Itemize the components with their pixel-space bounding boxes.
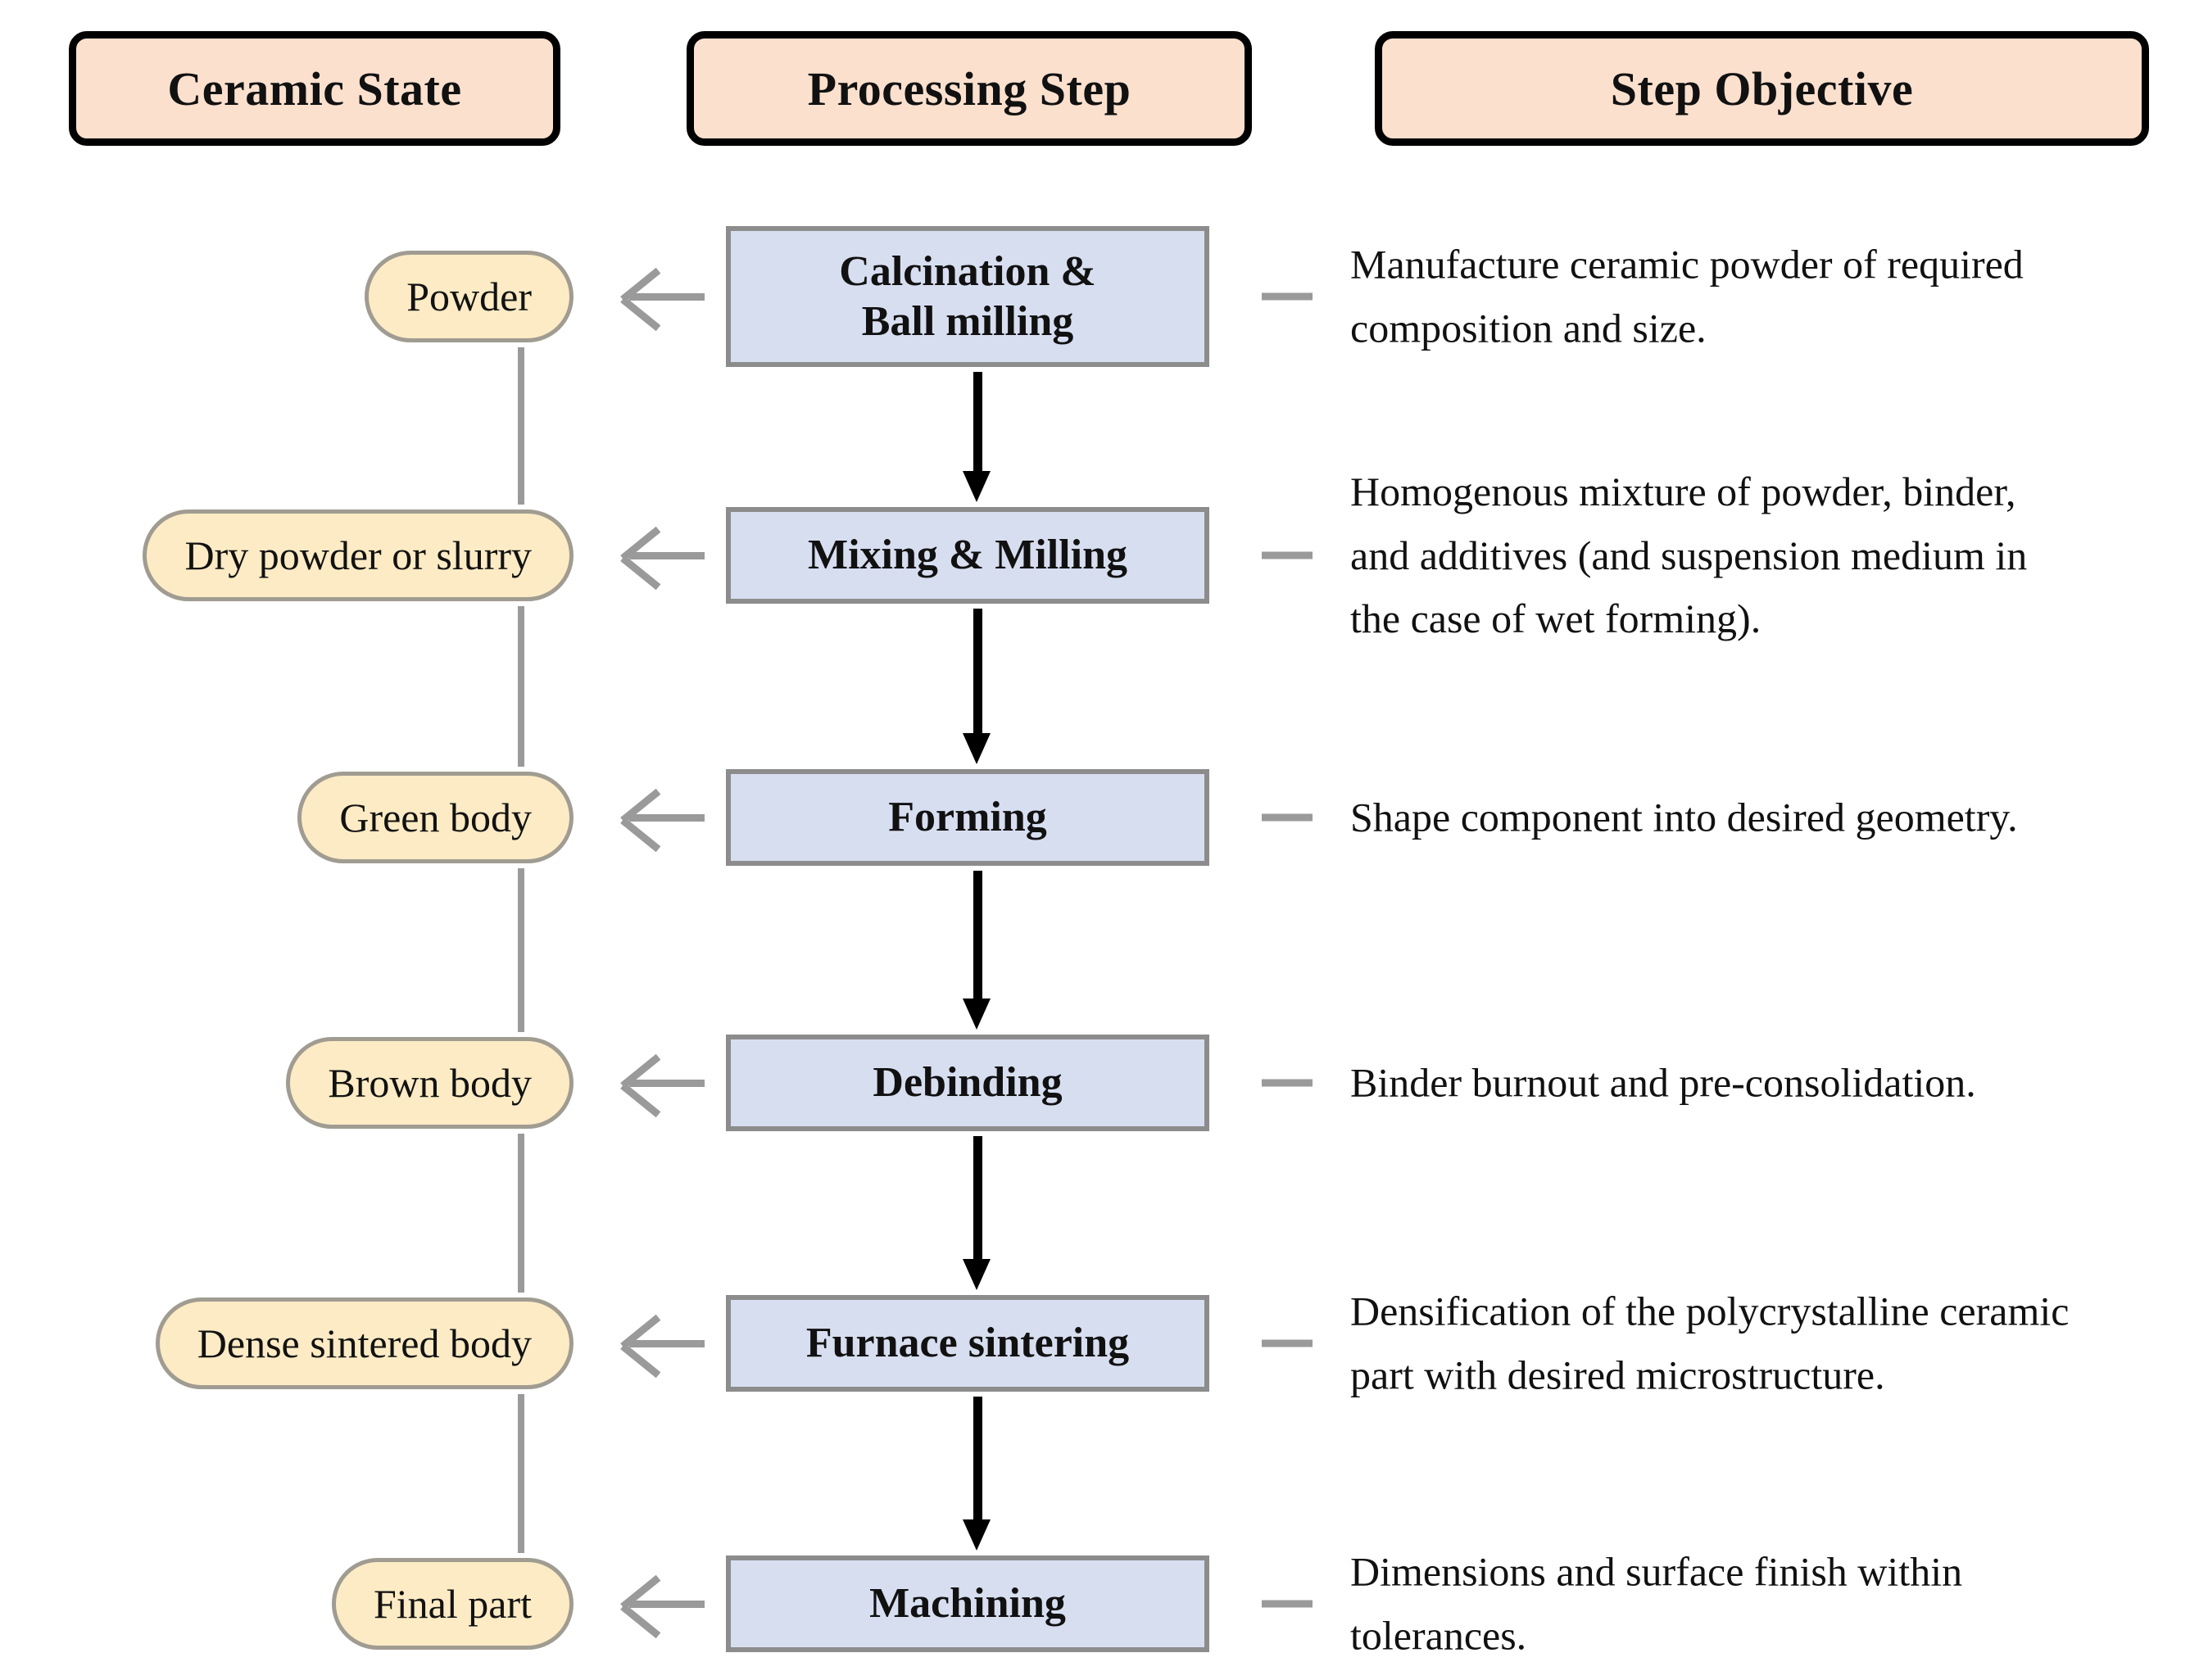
dashed-line-icon (518, 1134, 524, 1293)
column-header-ceramic-state: Ceramic State (69, 31, 560, 146)
state-pill-dense-sintered-body: Dense sintered body (155, 1297, 574, 1389)
process-step-box-debinding: Debinding (726, 1035, 1209, 1131)
process-step-box-mixing-milling: Mixing & Milling (726, 507, 1209, 604)
dash-icon (1262, 1079, 1313, 1087)
state-pill-brown-body: Brown body (286, 1037, 574, 1129)
process-step-label: Calcination &Ball milling (839, 247, 1096, 345)
dash-icon (1262, 813, 1313, 822)
column-header-step-objective: Step Objective (1375, 31, 2149, 146)
dash-icon (1262, 551, 1313, 559)
process-step-label: Mixing & Milling (808, 532, 1127, 579)
left-arrow-icon (608, 1574, 705, 1639)
left-arrow-icon (608, 526, 705, 591)
dash-icon (1262, 1339, 1313, 1347)
state-pill-powder: Powder (365, 251, 574, 342)
step-objective-text: Binder burnout and pre-consolidation. (1350, 1059, 1976, 1106)
left-arrow-icon (608, 1314, 705, 1379)
dashed-line-icon (518, 347, 524, 505)
left-arrow-icon (608, 267, 705, 332)
step-objective-text: Shape component into desired geometry. (1350, 794, 2018, 840)
step-objective-text: Densification of the polycrystalline cer… (1350, 1288, 2070, 1398)
dash-icon (1262, 1600, 1313, 1608)
dashed-line-icon (518, 606, 524, 767)
process-step-box-machining: Machining (726, 1555, 1209, 1652)
state-pill-final-part: Final part (331, 1558, 574, 1650)
left-arrow-icon (608, 788, 705, 853)
state-pill-dry-powder-or-slurry: Dry powder or slurry (143, 509, 574, 601)
down-arrow-icon (963, 372, 991, 502)
process-step-box-calcination-ball-milling: Calcination &Ball milling (726, 226, 1209, 367)
down-arrow-icon (963, 871, 991, 1030)
state-pill-green-body: Green body (297, 772, 574, 863)
down-arrow-icon (963, 609, 991, 764)
step-objective-text: Homogenous mixture of powder, binder,and… (1350, 468, 2028, 641)
dashed-line-icon (518, 1394, 524, 1553)
down-arrow-icon (963, 1136, 991, 1290)
process-step-box-forming: Forming (726, 769, 1209, 866)
dash-icon (1262, 292, 1313, 301)
process-step-label: Forming (888, 794, 1047, 841)
process-step-label: Furnace sintering (805, 1320, 1130, 1367)
left-arrow-icon (608, 1053, 705, 1118)
down-arrow-icon (963, 1397, 991, 1551)
process-step-label: Machining (869, 1580, 1066, 1628)
process-step-label: Debinding (873, 1059, 1063, 1107)
column-header-processing-step: Processing Step (687, 31, 1252, 146)
dashed-line-icon (518, 868, 524, 1032)
process-step-box-furnace-sintering: Furnace sintering (726, 1295, 1209, 1392)
